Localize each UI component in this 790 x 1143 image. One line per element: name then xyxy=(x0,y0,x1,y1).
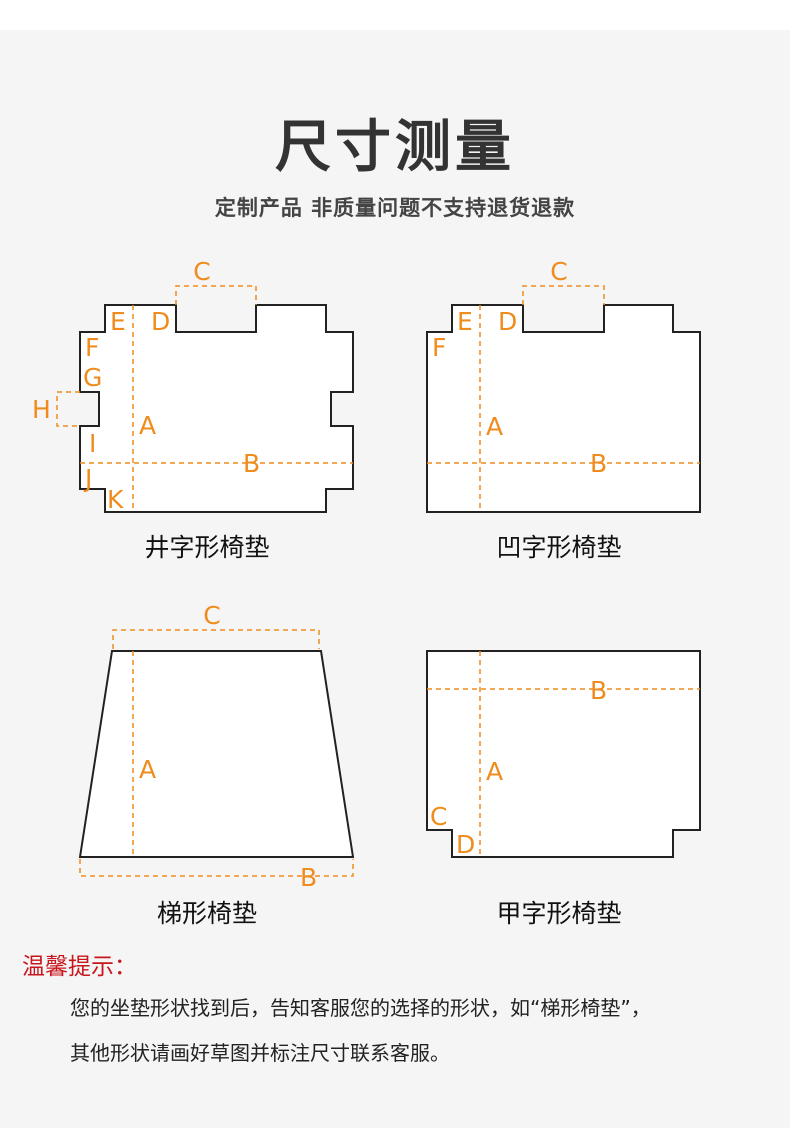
ao-label-a: A xyxy=(486,412,503,441)
ao-label-f: F xyxy=(432,333,446,362)
ao-outline xyxy=(426,304,701,513)
ti-label-b: B xyxy=(300,863,317,892)
ao-label-b: B xyxy=(590,449,607,478)
jing-label-d: D xyxy=(151,307,170,336)
jing-label-a: A xyxy=(139,411,156,440)
jing-label-j: J xyxy=(83,464,92,493)
jing-label-g: G xyxy=(83,363,102,392)
jing-caption: 井字形椅垫 xyxy=(144,533,270,562)
jia-label-b: B xyxy=(590,676,607,705)
jing-c-dimension xyxy=(175,285,257,305)
jing-label-b: B xyxy=(243,449,260,478)
ao-label-d: D xyxy=(498,307,517,336)
jing-label-e: E xyxy=(110,307,126,336)
diagram-ti-shape: C A B xyxy=(78,601,355,892)
jing-label-f: F xyxy=(85,333,99,362)
page-title: 尺寸测量 xyxy=(275,114,515,180)
tips-title: 温馨提示： xyxy=(22,954,137,980)
jing-label-c: C xyxy=(193,257,210,286)
ti-label-c: C xyxy=(203,601,220,630)
ao-c-dimension xyxy=(522,285,605,305)
jia-label-d: D xyxy=(456,830,475,859)
jing-label-k: K xyxy=(107,485,124,514)
jing-h-dimension xyxy=(56,391,80,427)
jing-label-i: I xyxy=(89,429,96,458)
diagram-jing-shape: C E D F G H A I B J K xyxy=(32,257,354,514)
tips-line-2: 其他形状请画好草图并标注尺寸联系客服。 xyxy=(70,1041,450,1065)
ao-caption: 凹字形椅垫 xyxy=(496,533,622,562)
tips-line-1: 您的坐垫形状找到后，告知客服您的选择的形状，如“梯形椅垫”， xyxy=(70,996,651,1020)
jia-caption: 甲字形椅垫 xyxy=(496,899,622,928)
jia-label-c: C xyxy=(430,802,447,831)
ti-c-dimension xyxy=(112,629,320,649)
jing-outline xyxy=(79,304,354,513)
jia-outline xyxy=(426,650,701,858)
ti-label-a: A xyxy=(139,755,156,784)
ao-label-e: E xyxy=(457,307,473,336)
jia-label-a: A xyxy=(486,757,503,786)
content-panel xyxy=(0,30,790,1128)
diagram-jia-shape: B A C D xyxy=(426,650,701,859)
page-subtitle: 定制产品 非质量问题不支持退货退款 xyxy=(214,195,576,220)
jing-label-h: H xyxy=(32,395,51,424)
ti-caption: 梯形椅垫 xyxy=(156,899,257,928)
ao-label-c: C xyxy=(550,257,567,286)
ti-outline xyxy=(78,650,355,858)
ti-b-dimension xyxy=(79,859,354,877)
diagram-ao-shape: C E D F A B xyxy=(426,257,701,513)
